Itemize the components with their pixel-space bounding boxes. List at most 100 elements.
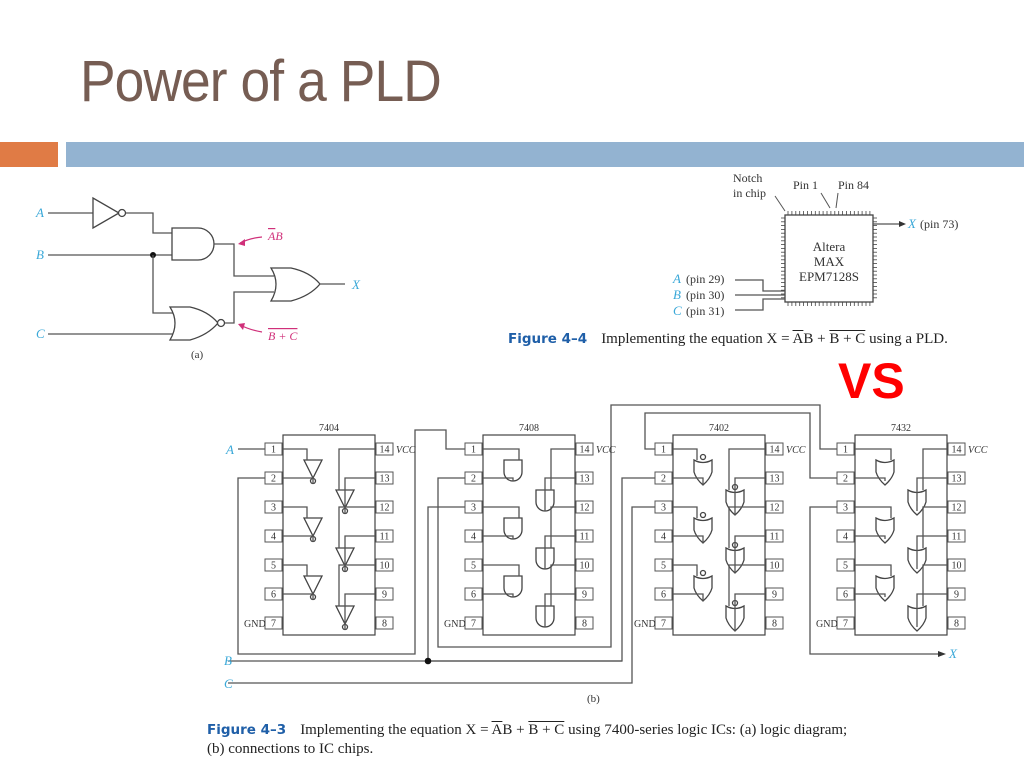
ic-pin-number: 9 [954, 590, 959, 601]
ic-internal-wire [855, 448, 892, 460]
ic-part-number: 7404 [319, 423, 339, 434]
ic-pin-number: 9 [582, 590, 587, 601]
pld-diagram: Notch in chip Pin 1 Pin 84 Altera MAX EP… [672, 171, 958, 318]
ic-internal-wire [283, 477, 314, 484]
slide-title: Power of a PLD [80, 49, 442, 114]
ic-pin-right [375, 616, 394, 630]
figure-4-4-label: Figure 4–4 [508, 331, 588, 347]
caption-eq: B + [803, 331, 830, 347]
ic-input-c: C [224, 676, 233, 691]
nor-bubble [699, 569, 707, 577]
vcc-label: VCC [396, 445, 416, 456]
sublabel-a: (a) [191, 349, 204, 361]
or-gate [269, 267, 321, 302]
ic-pin-number: 14 [770, 445, 780, 456]
eq-nor-term: B + C [528, 722, 565, 738]
ic-internal-wire [734, 477, 765, 515]
ic-body [282, 434, 376, 636]
ic-pin-number: 1 [843, 445, 848, 456]
pld-output-pin: (pin 73) [920, 217, 958, 231]
vcc-label: VCC [968, 445, 988, 456]
ic-pin-number: 1 [271, 445, 276, 456]
ic-pin-left [836, 471, 855, 485]
gnd-label: GND [444, 619, 466, 630]
notch-label: Notch [733, 171, 762, 185]
caption-text-end: using a PLD. [865, 331, 948, 347]
ic-pin-number: 8 [772, 619, 777, 630]
ic-output-x: X [948, 646, 958, 661]
ic-pin-right [765, 471, 784, 485]
ic-pin-right [947, 529, 966, 543]
ic-body [854, 434, 948, 636]
ic-pin-left [464, 616, 483, 630]
ic-pin-right [947, 500, 966, 514]
input-a-label: A [35, 205, 44, 220]
and-gate [171, 227, 215, 261]
ic-internal-wire [283, 535, 314, 542]
ic-pin-number: 6 [843, 590, 848, 601]
ic-internal-wire [483, 564, 520, 576]
ic-internal-wire [673, 477, 704, 485]
ic-internal-wire [916, 593, 947, 627]
ic-pin-right [575, 471, 594, 485]
ic-pin-left [464, 529, 483, 543]
ic-internal-wire [544, 535, 575, 569]
ic-pin-number: 5 [843, 561, 848, 572]
ic-pin-left [654, 558, 673, 572]
ic-internal-wire [673, 506, 698, 518]
ic-internal-wire [483, 593, 514, 597]
caption-eq: B + [502, 722, 529, 738]
vcc-label: VCC [596, 445, 616, 456]
ic-pin-left [464, 587, 483, 601]
ic-pin-number: 3 [661, 503, 666, 514]
pld-input-a: A [672, 271, 681, 286]
ic-internal-wire [283, 448, 308, 460]
ic-internal-wire [922, 506, 947, 548]
ic-pin-number: 3 [471, 503, 476, 514]
ic-pin-left [654, 442, 673, 456]
ic-gate-and [503, 575, 523, 598]
ic-pin-right [375, 529, 394, 543]
ic-pin-right [947, 558, 966, 572]
ic-pin-left [654, 587, 673, 601]
ic-pin-left [654, 500, 673, 514]
ic-gate-and [503, 517, 523, 540]
ic-internal-wire [728, 506, 765, 548]
ic-pin-left [836, 587, 855, 601]
ic-internal-wire [544, 593, 575, 627]
ic-pin-right [375, 442, 394, 456]
ic-pin-right [575, 558, 594, 572]
ic-internal-wire [338, 564, 375, 606]
ic-pin-number: 5 [271, 561, 276, 572]
gnd-label: GND [244, 619, 266, 630]
logic-diagram: A B C X AB B + C (a) [35, 196, 361, 361]
ic-pin-left [836, 529, 855, 543]
ic-part-number: 7408 [519, 423, 539, 434]
ic-pin-left [654, 616, 673, 630]
ic-internal-wire [855, 477, 886, 481]
ic-pin-number: 12 [380, 503, 390, 514]
pin1-label: Pin 1 [793, 178, 818, 192]
gnd-label: GND [816, 619, 838, 630]
ic-pin-left [264, 500, 283, 514]
pld-input-c: C [673, 303, 682, 318]
annotation-and-output: AB [267, 229, 283, 243]
ic-internal-wire [283, 593, 314, 600]
ic-internal-wire [734, 535, 765, 573]
ic-pin-number: 8 [382, 619, 387, 630]
ic-pin-number: 3 [271, 503, 276, 514]
ic-internal-wire [728, 564, 765, 606]
ic-pin-right [765, 529, 784, 543]
ic-pin-number: 13 [770, 474, 780, 485]
notch-label-2: in chip [733, 186, 766, 200]
ic-pin-number: 12 [580, 503, 590, 514]
ic-pin-left [464, 500, 483, 514]
ic-pin-left [654, 529, 673, 543]
ic-pin-number: 7 [843, 619, 848, 630]
ic-internal-wire [344, 535, 375, 572]
ic-pin-number: 6 [661, 590, 666, 601]
ic-internal-wire [734, 593, 765, 631]
